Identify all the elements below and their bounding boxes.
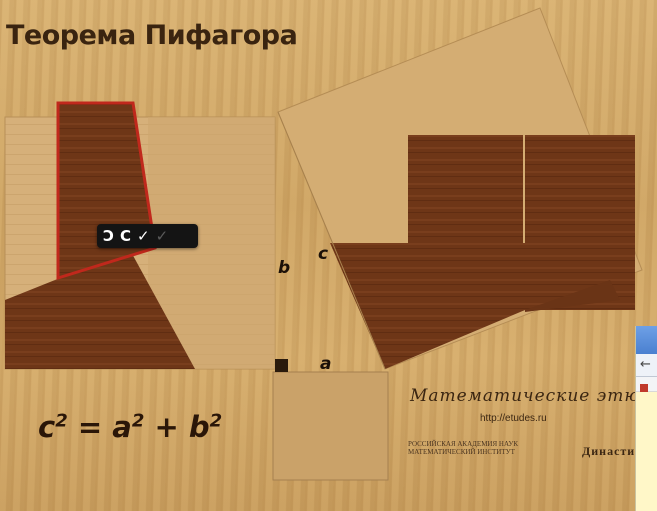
label-c: c	[318, 244, 329, 264]
formula-exp-c: 2	[55, 410, 68, 432]
label-b: b	[278, 258, 291, 278]
edit-toolbar: Ↄ C ✓ ✓	[97, 224, 198, 248]
formula-a: a	[112, 410, 132, 444]
formula-exp-b: 2	[209, 410, 223, 432]
formula-c: c	[38, 410, 56, 444]
check-icon[interactable]: ✓	[137, 227, 150, 245]
pythagoras-formula: c2 = a2 + b2	[38, 410, 222, 444]
brand-institute-line2: МАТЕМАТИЧЕСКИЙ ИНСТИТУТ	[408, 448, 515, 456]
tilted-dark-piece-3	[330, 243, 525, 369]
brand-institute: РОССИЙСКАЯ АКАДЕМИЯ НАУК МАТЕМАТИЧЕСКИЙ …	[408, 440, 518, 456]
tilted-dark-piece-1	[408, 135, 523, 243]
formula-eq: =	[67, 410, 113, 444]
formula-exp-a: 2	[131, 410, 145, 432]
brand-foundation: Династия	[582, 444, 643, 458]
undo-icon[interactable]: Ↄ	[103, 227, 115, 245]
browser-bookmark-bar	[636, 377, 657, 392]
small-square	[272, 371, 389, 481]
browser-tabstrip[interactable]	[636, 326, 657, 354]
redo-icon[interactable]: C	[120, 227, 132, 245]
check-dim-icon[interactable]: ✓	[155, 227, 169, 245]
tilted-dark-piece-2	[525, 135, 635, 310]
tilted-dark-piece-4	[525, 280, 620, 312]
brand-institute-line1: РОССИЙСКАЯ АКАДЕМИЯ НАУК	[408, 440, 519, 448]
label-a: a	[320, 354, 332, 374]
bookmark-icon[interactable]	[640, 384, 648, 392]
left-dark-piece	[5, 250, 195, 369]
formula-plus: +	[144, 410, 189, 444]
browser-window-edge[interactable]: ←	[635, 326, 657, 511]
hypotenuse-line	[277, 111, 386, 370]
back-arrow-icon[interactable]: ←	[640, 357, 651, 372]
brand-url[interactable]: http://etudes.ru	[480, 413, 547, 424]
slide-title: Теорема Пифагора	[6, 20, 298, 51]
right-angle-marker	[275, 359, 288, 372]
brand-name: Математические этюды	[410, 386, 657, 406]
formula-b: b	[188, 410, 210, 444]
browser-nav-bar: ←	[636, 354, 657, 377]
